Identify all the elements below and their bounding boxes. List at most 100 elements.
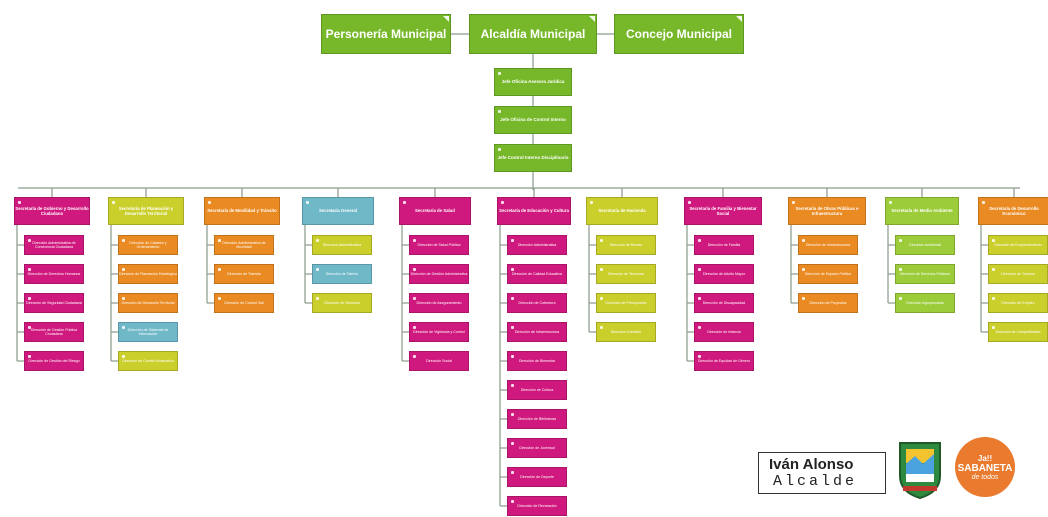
secretaria-7-item-2-label: Dirección de Discapacidad [702, 300, 746, 305]
secretaria-header-0: Secretaría de Gobierno y Desarrollo Ciud… [14, 197, 90, 225]
secretaria-1-item-1-label: Dirección de Planeación Estratégica [119, 271, 177, 276]
chain-box-2-label: Jefe Control Interno Disciplinario [497, 155, 569, 161]
secretaria-10-item-3: Dirección de Competitividad [988, 322, 1048, 342]
secretaria-10-item-0: Dirección de Emprendimiento [988, 235, 1048, 255]
secretaria-8-item-2-label: Dirección de Proyectos [809, 300, 847, 305]
secretaria-4-item-4: Dirección Social [409, 351, 469, 371]
secretaria-3-item-2: Dirección de Servicios [312, 293, 372, 313]
secretaria-5-item-1: Dirección de Calidad Educativa [507, 264, 567, 284]
secretaria-2-item-1-label: Dirección de Tránsito [227, 271, 261, 276]
secretaria-10-item-3-label: Dirección de Competitividad [995, 329, 1041, 334]
secretaria-4-item-2: Dirección de Aseguramiento [409, 293, 469, 313]
secretaria-1-item-1: Dirección de Planeación Estratégica [118, 264, 178, 284]
secretaria-4-item-1: Dirección de Gestión Administrativa [409, 264, 469, 284]
secretaria-3-item-1: Dirección de Talento [312, 264, 372, 284]
sabaneta-de-todos-logo: Ja!! SABANETA de todos [955, 437, 1015, 497]
secretaria-5-item-6: Dirección de Bibliotecas [507, 409, 567, 429]
secretaria-header-8: Secretaría de Obras Públicas e Infraestr… [788, 197, 866, 225]
secretaria-header-7: Secretaría de Familia y Bienestar Social [684, 197, 762, 225]
secretaria-1-item-2: Dirección de Desarrollo Territorial [118, 293, 178, 313]
secretaria-0-item-2-label: Dirección de Seguridad Ciudadana [26, 300, 82, 305]
secretaria-6-item-1-label: Dirección de Tesorería [608, 271, 644, 276]
secretaria-5-item-1-label: Dirección de Calidad Educativa [512, 271, 562, 276]
secretaria-6-item-3: Dirección Contable [596, 322, 656, 342]
secretaria-5-item-5-label: Dirección de Cultura [520, 387, 554, 392]
secretaria-5-item-0-label: Dirección Administrativa [517, 242, 557, 247]
secretaria-1-item-0-label: Dirección de Catastro y Ordenamiento [129, 240, 167, 249]
top-box-1-label: Alcaldía Municipal [480, 26, 586, 41]
secretaria-10-item-1: Dirección de Turismo [988, 264, 1048, 284]
top-box-2-label: Concejo Municipal [625, 26, 732, 41]
secretaria-header-10-label: Secretaría de Desarrollo Económico [989, 205, 1039, 216]
secretaria-6-item-2-label: Dirección de Presupuesto [605, 300, 647, 305]
secretaria-4-item-0: Dirección de Salud Pública [409, 235, 469, 255]
secretaria-header-3: Secretaría General [302, 197, 374, 225]
mayor-name-logo: Iván Alonso Alcalde [758, 452, 886, 494]
secretaria-1-item-0: Dirección de Catastro y Ordenamiento [118, 235, 178, 255]
secretaria-header-9-label: Secretaría de Medio Ambiente [891, 208, 953, 214]
top-box-1: Alcaldía Municipal [469, 14, 597, 54]
secretaria-5-item-2: Dirección de Cobertura [507, 293, 567, 313]
secretaria-8-item-2: Dirección de Proyectos [798, 293, 858, 313]
secretaria-4-item-1-label: Dirección de Gestión Administrativa [410, 271, 468, 276]
secretaria-0-item-1: Dirección de Derechos Humanos [24, 264, 84, 284]
secretaria-header-6-label: Secretaría de Hacienda [598, 208, 646, 214]
mayor-name: Iván Alonso [769, 456, 854, 473]
secretaria-header-2: Secretaría de Movilidad y Tránsito [204, 197, 280, 225]
secretaria-5-item-9: Dirección de Recreación [507, 496, 567, 516]
secretaria-0-item-1-label: Dirección de Derechos Humanos [27, 271, 81, 276]
secretaria-7-item-4-label: Dirección de Equidad de Género [697, 358, 751, 363]
secretaria-5-item-7: Dirección de Juventud [507, 438, 567, 458]
secretaria-6-item-2: Dirección de Presupuesto [596, 293, 656, 313]
secretaria-4-item-0-label: Dirección de Salud Pública [417, 242, 461, 247]
secretaria-0-item-4-label: Dirección de Gestión del Riesgo [28, 358, 80, 363]
secretaria-7-item-0: Dirección de Familia [694, 235, 754, 255]
secretaria-3-item-0: Dirección Administrativa [312, 235, 372, 255]
secretaria-10-item-0-label: Dirección de Emprendimiento [994, 242, 1042, 247]
secretaria-4-item-2-label: Dirección de Aseguramiento [416, 300, 462, 305]
secretaria-2-item-0-label: Dirección Administrativa de Movilidad [222, 240, 266, 249]
secretaria-9-item-0-label: Dirección Ambiental [909, 242, 941, 247]
secretaria-3-item-0-label: Dirección Administrativa [322, 242, 362, 247]
chain-box-0-label: Jefe Oficina Asesora Jurídica [501, 79, 565, 85]
chain-box-1: Jefe Oficina de Control Interno [494, 106, 572, 134]
secretaria-4-item-3-label: Dirección de Vigilancia y Control [413, 329, 465, 334]
secretaria-7-item-1-label: Dirección de Adulto Mayor [703, 271, 745, 276]
top-box-2: Concejo Municipal [614, 14, 744, 54]
secretaria-2-item-2-label: Dirección de Control Vial [224, 300, 264, 305]
secretaria-header-3-label: Secretaría General [319, 208, 357, 214]
secretaria-5-item-4-label: Dirección de Bienestar [518, 358, 556, 363]
secretaria-5-item-7-label: Dirección de Juventud [519, 445, 555, 450]
secretaria-9-item-0: Dirección Ambiental [895, 235, 955, 255]
secretaria-10-item-2-label: Dirección de Empleo [1001, 300, 1035, 305]
secretaria-1-item-4-label: Dirección de Control Urbanístico [122, 358, 174, 363]
secretaria-header-4-label: Secretaría de Salud [415, 208, 455, 214]
secretaria-header-6: Secretaría de Hacienda [586, 197, 658, 225]
secretaria-0-item-2: Dirección de Seguridad Ciudadana [24, 293, 84, 313]
secretaria-1-item-3: Dirección de Sistemas de Información [118, 322, 178, 342]
secretaria-8-item-0-label: Dirección de Infraestructura [805, 242, 851, 247]
secretaria-0-item-4: Dirección de Gestión del Riesgo [24, 351, 84, 371]
secretaria-1-item-2-label: Dirección de Desarrollo Territorial [121, 300, 175, 305]
secretaria-5-item-2-label: Dirección de Cobertura [518, 300, 556, 305]
secretaria-5-item-8-label: Dirección de Deporte [520, 474, 554, 479]
secretaria-9-item-2: Dirección Agropecuaria [895, 293, 955, 313]
secretaria-7-item-2: Dirección de Discapacidad [694, 293, 754, 313]
secretaria-7-item-3: Dirección de Infancia [694, 322, 754, 342]
secretaria-0-item-0: Dirección Administrativa de Convivencia … [24, 235, 84, 255]
secretaria-6-item-0: Dirección de Rentas [596, 235, 656, 255]
secretaria-1-item-4: Dirección de Control Urbanístico [118, 351, 178, 371]
secretaria-6-item-1: Dirección de Tesorería [596, 264, 656, 284]
secretaria-7-item-1: Dirección de Adulto Mayor [694, 264, 754, 284]
mayor-role: Alcalde [773, 473, 858, 490]
secretaria-6-item-0-label: Dirección de Rentas [609, 242, 643, 247]
secretaria-4-item-3: Dirección de Vigilancia y Control [409, 322, 469, 342]
secretaria-4-item-4-label: Dirección Social [426, 358, 452, 363]
secretaria-8-item-1-label: Dirección de Espacio Público [804, 271, 852, 276]
secretaria-2-item-2: Dirección de Control Vial [214, 293, 274, 313]
secretaria-5-item-9-label: Dirección de Recreación [517, 503, 557, 508]
secretaria-header-5-label: Secretaría de Educación y Cultura [499, 208, 569, 214]
secretaria-header-7-label: Secretaría de Familia y Bienestar Social [689, 205, 757, 216]
secretaria-header-10: Secretaría de Desarrollo Económico [978, 197, 1048, 225]
